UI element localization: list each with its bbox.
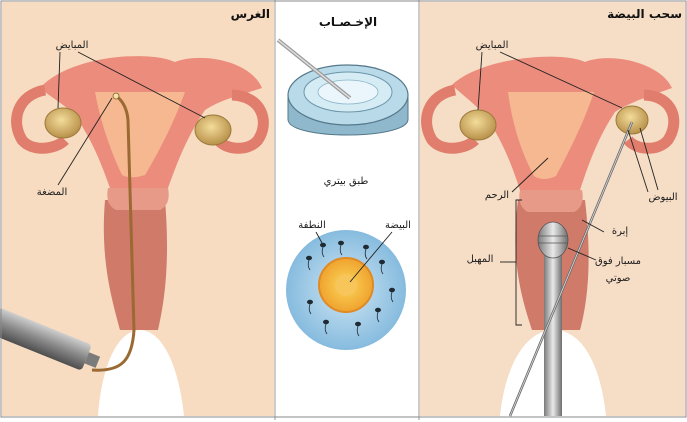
label-ultrasound-probe-line2: صوتي: [606, 273, 631, 284]
panel-fertilization: الإخـصـاب طبق بيتري النطفة: [275, 0, 419, 420]
title-fertilization: الإخـصـاب: [319, 15, 377, 29]
ovary-left-right-panel: [460, 110, 496, 140]
label-sperm: النطفة: [298, 220, 325, 231]
label-ultrasound-probe-line1: مسبار فوق: [595, 256, 641, 267]
label-needle: إبرة: [612, 226, 629, 237]
embryo-dot: [113, 93, 119, 99]
ovary-right: [195, 115, 231, 145]
label-embryo: المضغة: [37, 187, 67, 198]
title-retrieval: سحب البيضة: [607, 7, 682, 21]
ovary-left: [45, 108, 81, 138]
petri-dish: [288, 65, 408, 135]
panel-retrieval: سحب البيضة المبايض الرحم البيوض إبرة الم…: [420, 2, 685, 416]
title-transfer: الغرس: [231, 7, 270, 21]
panel-transfer: الغرس المبايض المضغة: [0, 2, 274, 416]
label-egg: البيضة: [385, 220, 411, 231]
label-eggs: البيوض: [648, 192, 677, 203]
label-petri-dish: طبق بيتري: [324, 176, 369, 187]
label-uterus: الرحم: [485, 190, 509, 201]
label-ovaries-right: المبايض: [476, 40, 509, 51]
ovary-right-right-panel: [616, 106, 648, 134]
cervix-right: [519, 190, 582, 212]
label-vagina: المهبل: [467, 254, 494, 265]
label-ovaries-left: المبايض: [56, 40, 89, 51]
panel-fertilization-background: [276, 2, 418, 416]
cervix: [107, 188, 168, 210]
